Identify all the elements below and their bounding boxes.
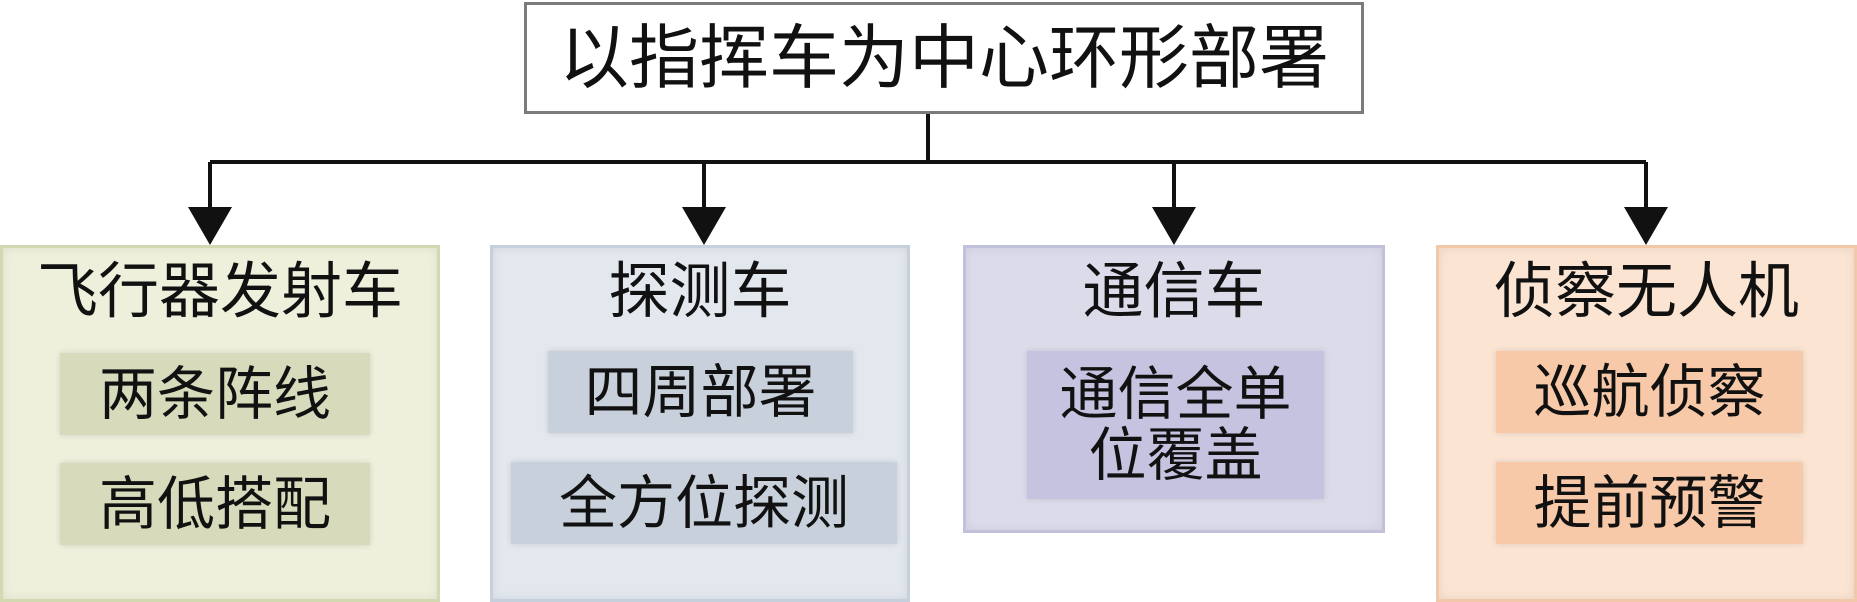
root-box: 以指挥车为中心环形部署	[524, 2, 1364, 114]
branch-launcher: 飞行器发射车 两条阵线 高低搭配	[0, 245, 440, 602]
comms-item-line-1: 通信全单	[1059, 360, 1292, 429]
arrow-down-icon	[1624, 207, 1668, 245]
branch-recon: 侦察无人机 巡航侦察 提前预警	[1436, 245, 1857, 602]
branch-title-recon: 侦察无人机	[1493, 256, 1799, 327]
arrow-down-icon	[1152, 207, 1196, 245]
comms-item-line-2: 位覆盖	[1088, 421, 1263, 489]
detector-item-2: 全方位探测	[511, 462, 897, 544]
launcher-item-2: 高低搭配	[60, 463, 370, 545]
recon-item-2: 提前预警	[1496, 462, 1803, 544]
branch-title-launcher: 飞行器发射车	[36, 256, 403, 327]
branch-title-detector: 探测车	[608, 256, 792, 327]
arrow-down-icon	[188, 207, 232, 245]
branch-title-comms: 通信车	[1082, 256, 1266, 327]
recon-item-1: 巡航侦察	[1496, 351, 1803, 433]
branch-comms: 通信车 通信全单 位覆盖	[963, 245, 1385, 533]
launcher-item-1: 两条阵线	[60, 353, 370, 435]
branch-detector: 探测车 四周部署 全方位探测	[490, 245, 910, 602]
arrow-down-icon	[682, 207, 726, 245]
comms-item-1: 通信全单 位覆盖	[1027, 351, 1324, 499]
detector-item-1: 四周部署	[548, 351, 853, 433]
